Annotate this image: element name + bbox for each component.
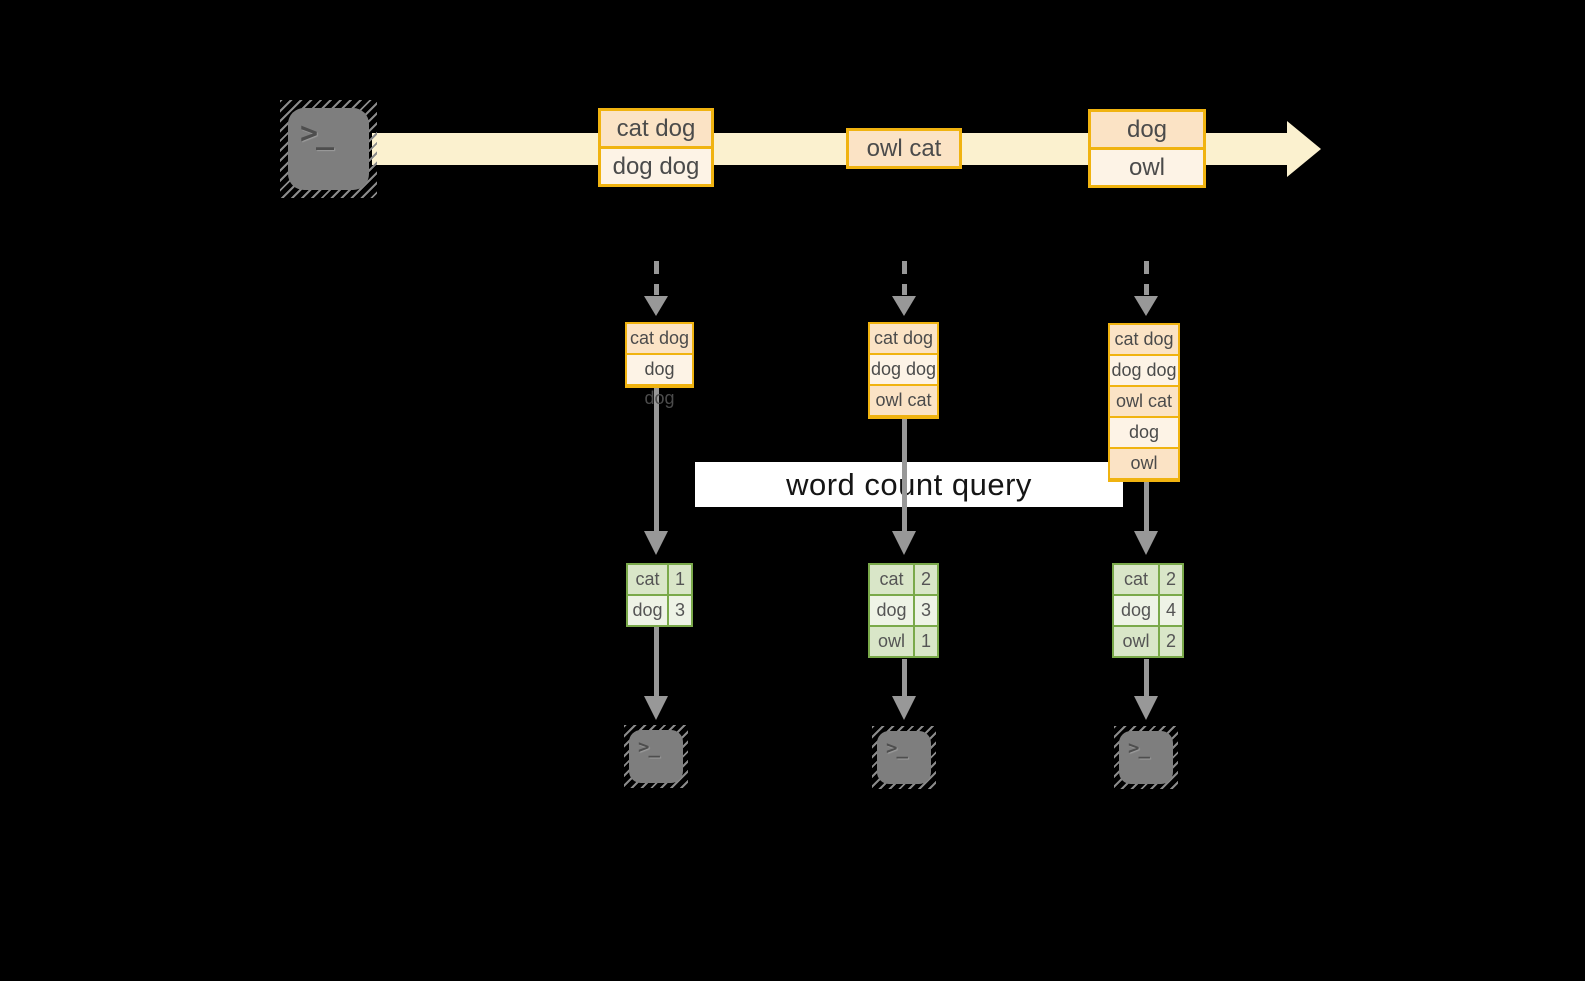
table-word-cell: owl — [870, 627, 913, 656]
terminal-prompt-icon: >_ — [300, 116, 334, 151]
micro-batch-2: cat dog dog dog owl cat — [868, 322, 939, 419]
sink-terminal-icon-2: >_ — [872, 726, 936, 789]
batch-cell: dog dog — [627, 355, 692, 408]
batch-cell: owl — [1110, 449, 1178, 478]
batch-cell: cat dog — [870, 324, 937, 353]
dashed-arrow-line-1 — [654, 261, 659, 295]
event-cell: dog — [1091, 112, 1203, 147]
table-word-cell: dog — [870, 596, 913, 625]
table-count-cell: 3 — [669, 596, 691, 625]
batch-cell: cat dog — [627, 324, 692, 353]
micro-batch-1: cat dog dog dog — [625, 322, 694, 408]
batch-cell: cat dog — [1110, 325, 1178, 354]
arrow-line — [1144, 480, 1149, 532]
terminal-screen: >_ — [1119, 731, 1173, 784]
table-word-cell: cat — [870, 565, 913, 594]
source-terminal-icon: >_ — [280, 100, 377, 198]
word-count-table-3: cat 2 dog 4 owl 2 — [1112, 563, 1184, 658]
event-cell: cat dog — [601, 111, 711, 146]
arrow-line — [902, 417, 907, 532]
table-count-cell: 1 — [915, 627, 937, 656]
table-word-cell: dog — [628, 596, 667, 625]
table-word-cell: cat — [628, 565, 667, 594]
arrow-line — [902, 659, 907, 697]
arrowhead — [644, 531, 668, 555]
table-count-cell: 2 — [1160, 565, 1182, 594]
event-cell: dog dog — [601, 149, 711, 184]
dashed-arrowhead-2 — [892, 296, 916, 316]
table-word-cell: cat — [1114, 565, 1158, 594]
batch-cell: dog — [1110, 418, 1178, 447]
table-count-cell: 4 — [1160, 596, 1182, 625]
table-count-cell: 3 — [915, 596, 937, 625]
terminal-prompt-icon: >_ — [886, 737, 908, 759]
arrowhead — [892, 696, 916, 720]
word-count-table-1: cat 1 dog 3 — [626, 563, 693, 627]
stream-event-box-3: dog owl — [1088, 109, 1206, 188]
stream-event-box-2: owl cat — [846, 128, 962, 169]
arrowhead — [1134, 696, 1158, 720]
terminal-prompt-icon: >_ — [638, 736, 660, 758]
sink-terminal-icon-1: >_ — [624, 725, 688, 788]
query-label: word count query — [695, 462, 1123, 507]
sink-terminal-icon-3: >_ — [1114, 726, 1178, 789]
word-count-table-2: cat 2 dog 3 owl 1 — [868, 563, 939, 658]
stream-arrowhead — [1287, 121, 1321, 177]
micro-batch-3: cat dog dog dog owl cat dog owl — [1108, 323, 1180, 482]
arrowhead — [892, 531, 916, 555]
terminal-screen: >_ — [877, 731, 931, 784]
stream-event-box-1: cat dog dog dog — [598, 108, 714, 187]
batch-cell: dog dog — [870, 355, 937, 384]
table-count-cell: 2 — [1160, 627, 1182, 656]
arrow-line — [654, 627, 659, 697]
dashed-arrow-line-3 — [1144, 261, 1149, 295]
table-count-cell: 1 — [669, 565, 691, 594]
arrow-line — [654, 386, 659, 532]
event-cell: owl — [1091, 150, 1203, 185]
event-cell: owl cat — [849, 131, 959, 166]
table-count-cell: 2 — [915, 565, 937, 594]
batch-cell: dog dog — [1110, 356, 1178, 385]
table-word-cell: dog — [1114, 596, 1158, 625]
arrowhead — [1134, 531, 1158, 555]
terminal-prompt-icon: >_ — [1128, 737, 1150, 759]
arrow-line — [1144, 659, 1149, 697]
table-word-cell: owl — [1114, 627, 1158, 656]
dashed-arrowhead-1 — [644, 296, 668, 316]
terminal-screen: >_ — [288, 108, 369, 190]
arrowhead — [644, 696, 668, 720]
terminal-screen: >_ — [629, 730, 683, 783]
dashed-arrow-line-2 — [902, 261, 907, 295]
batch-cell: owl cat — [1110, 387, 1178, 416]
dashed-arrowhead-3 — [1134, 296, 1158, 316]
batch-cell: owl cat — [870, 386, 937, 415]
